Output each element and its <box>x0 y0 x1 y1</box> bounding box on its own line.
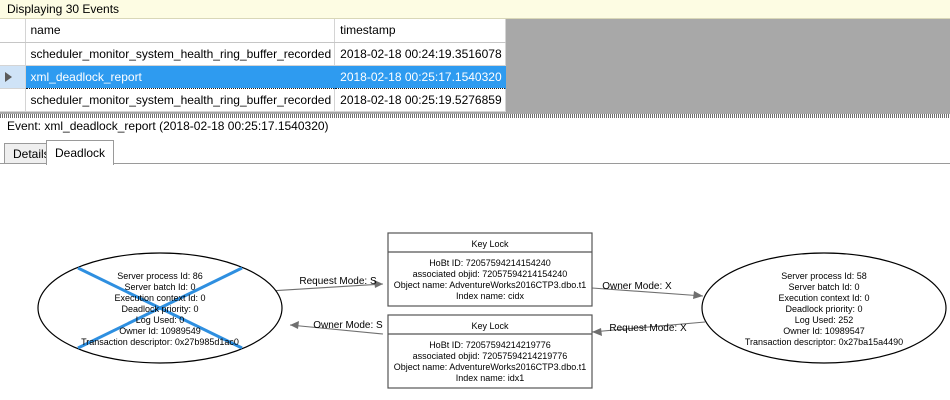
resource-line: associated objid: 72057594214219776 <box>413 351 568 361</box>
edge-line <box>591 321 706 333</box>
process-line: Log Used: 0 <box>136 315 185 325</box>
process-line: Transaction descriptor: 0x27b985d1ac0 <box>81 337 239 347</box>
process-line: Server batch Id: 0 <box>124 282 195 292</box>
edge-top-owner-right: Owner Mode: X <box>591 281 704 299</box>
resource-box[interactable] <box>387 232 593 307</box>
process-line: Deadlock priority: 0 <box>121 304 198 314</box>
cell-timestamp[interactable]: 2018-02-18 00:25:17.1540320 <box>334 64 506 89</box>
process-line: Owner Id: 10989547 <box>783 326 865 336</box>
edge-label-bottom-owner-left: Owner Mode: S <box>313 320 383 331</box>
process-line: Server process Id: 58 <box>781 271 867 281</box>
edge-right-request-bottom: Request Mode: X <box>591 321 706 336</box>
resource-line: HoBt ID: 72057594214219776 <box>429 340 551 350</box>
table-header-row: name timestamp <box>0 19 506 43</box>
cell-timestamp[interactable]: 2018-02-18 00:24:19.3516078 <box>334 42 506 66</box>
resource-node-key-lock-top[interactable]: Key Lock HoBt ID: 72057594214154240 asso… <box>387 232 593 307</box>
resource-line: Index name: idx1 <box>456 373 525 383</box>
process-node-left[interactable]: Server process Id: 86 Server batch Id: 0… <box>37 252 283 364</box>
cell-name[interactable]: scheduler_monitor_system_health_ring_buf… <box>25 42 336 66</box>
process-ellipse[interactable] <box>701 252 947 364</box>
row-selector-cell[interactable] <box>0 88 26 112</box>
victim-x-icon <box>77 266 243 350</box>
process-line: Log Used: 252 <box>795 315 854 325</box>
cell-timestamp[interactable]: 2018-02-18 00:25:19.5276859 <box>334 88 506 112</box>
events-grid[interactable]: name timestamp scheduler_monitor_system_… <box>0 19 506 112</box>
process-line: Server process Id: 86 <box>117 271 203 281</box>
tab-strip-underline <box>0 163 950 164</box>
arrow-head-icon <box>693 291 703 299</box>
process-line: Deadlock priority: 0 <box>785 304 862 314</box>
process-line: Execution context Id: 0 <box>778 293 869 303</box>
resource-box[interactable] <box>387 314 593 389</box>
resource-line: HoBt ID: 72057594214154240 <box>429 258 551 268</box>
resource-line: Object name: AdventureWorks2016CTP3.dbo.… <box>394 280 586 290</box>
table-row[interactable]: scheduler_monitor_system_health_ring_buf… <box>0 42 506 66</box>
resource-line: Index name: cidx <box>456 291 525 301</box>
row-selector-cell[interactable] <box>0 42 26 66</box>
process-node-right[interactable]: Server process Id: 58 Server batch Id: 0… <box>701 252 947 364</box>
arrow-head-icon <box>592 328 602 336</box>
process-line: Server batch Id: 0 <box>788 282 859 292</box>
deadlock-graph-pane[interactable]: Request Mode: S Owner Mode: X Owner Mode… <box>0 164 950 400</box>
column-header-timestamp[interactable]: timestamp <box>334 19 506 43</box>
events-grid-region: name timestamp scheduler_monitor_system_… <box>0 19 950 116</box>
resource-title: Key Lock <box>471 321 509 331</box>
event-header-label: Event: xml_deadlock_report (2018-02-18 0… <box>7 119 329 133</box>
horizontal-splitter[interactable] <box>0 114 950 118</box>
arrow-head-icon <box>290 321 299 329</box>
row-selector-header <box>0 19 26 43</box>
edge-label-top-owner-right: Owner Mode: X <box>602 281 672 292</box>
arrow-head-icon <box>374 280 383 288</box>
status-bar: Displaying 30 Events <box>0 0 950 19</box>
row-selector-cell[interactable] <box>0 65 26 89</box>
resource-line: Object name: AdventureWorks2016CTP3.dbo.… <box>394 362 586 372</box>
process-line: Transaction descriptor: 0x27ba15a4490 <box>745 337 903 347</box>
row-selector-arrow-icon <box>5 72 12 83</box>
resource-node-key-lock-bottom[interactable]: Key Lock HoBt ID: 72057594214219776 asso… <box>387 314 593 389</box>
table-row[interactable]: scheduler_monitor_system_health_ring_buf… <box>0 88 506 112</box>
column-header-name[interactable]: name <box>25 19 336 43</box>
tab-strip: Details Deadlock <box>0 140 950 165</box>
table-row[interactable]: xml_deadlock_report 2018-02-18 00:25:17.… <box>0 64 506 89</box>
cell-name[interactable]: xml_deadlock_report <box>24 64 336 89</box>
edge-bottom-owner-left: Owner Mode: S <box>289 320 384 335</box>
process-line: Execution context Id: 0 <box>114 293 205 303</box>
cell-name[interactable]: scheduler_monitor_system_health_ring_buf… <box>25 88 336 112</box>
resource-title: Key Lock <box>471 239 509 249</box>
process-line: Owner Id: 10989549 <box>119 326 201 336</box>
edge-label-right-request-bottom: Request Mode: X <box>609 323 687 334</box>
edge-line <box>289 324 384 335</box>
deadlock-graph-svg: Request Mode: S Owner Mode: X Owner Mode… <box>37 232 947 389</box>
edge-label-left-request-top: Request Mode: S <box>299 276 377 287</box>
resource-line: associated objid: 72057594214154240 <box>413 269 568 279</box>
tab-deadlock[interactable]: Deadlock <box>46 140 115 165</box>
edge-line <box>591 287 704 297</box>
